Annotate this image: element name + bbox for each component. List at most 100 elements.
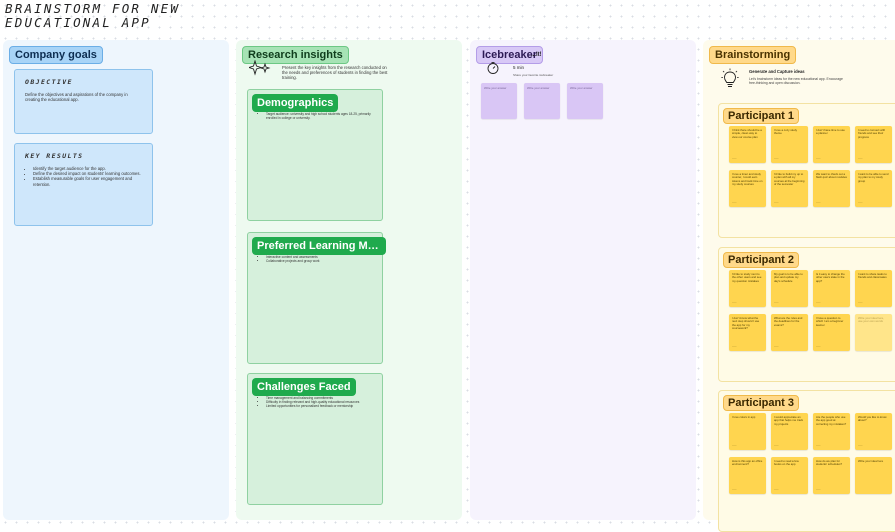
note-author-mark: —— xyxy=(816,445,821,447)
idea-sticky-note[interactable]: Is it easy to change the other users sta… xyxy=(813,270,850,307)
note-author-mark: —— xyxy=(858,445,863,447)
section-company-goals[interactable]: Company goals OBJECTIVE Define the objec… xyxy=(3,40,229,520)
idea-sticky-note[interactable]: We want to check out a flash quiz about … xyxy=(813,170,850,207)
idea-text: Write your idea here xyxy=(858,459,884,463)
idea-sticky-note[interactable]: I love colors in app —— xyxy=(729,413,766,450)
idea-text: I want to be able to send my plan to my … xyxy=(858,172,889,183)
key-result-item: Establish measurable goals for user enga… xyxy=(33,176,142,186)
research-card-item: Difficulty in finding relevant and high-… xyxy=(266,400,376,404)
research-card-item: Time management and balancing commitment… xyxy=(266,396,376,400)
participant-title: Participant 2 xyxy=(723,252,800,268)
lightbulb-icon xyxy=(721,68,739,87)
note-author-mark: —— xyxy=(774,302,779,304)
icebreaker-sticky-note[interactable]: Write your answer xyxy=(524,83,560,119)
section-brainstorming[interactable]: Brainstorming Generate and Capture ideas… xyxy=(703,40,895,532)
idea-sticky-note[interactable]: How do we plan for students' schedules? —… xyxy=(813,457,850,494)
note-author-mark: —— xyxy=(858,158,863,160)
note-author-mark: —— xyxy=(816,489,821,491)
note-author-mark: —— xyxy=(816,346,821,348)
key-result-item: Define the desired impact on students' l… xyxy=(33,171,142,176)
idea-text: We want to check out a flash quiz about … xyxy=(816,172,847,180)
research-card-item: Target audience: university and high sch… xyxy=(266,112,376,120)
idea-sticky-note[interactable]: What are the rules and the deadlines for… xyxy=(771,314,808,351)
note-author-mark: —— xyxy=(858,202,863,204)
idea-text: I don't have time to use a planner xyxy=(816,128,845,136)
idea-sticky-note[interactable]: I need to connect with friends and see t… xyxy=(855,126,892,163)
idea-text: How do we plan for students' schedules? xyxy=(816,459,843,467)
note-author-mark: —— xyxy=(732,445,737,447)
idea-text: Write your idea here, use your own words xyxy=(858,316,884,324)
note-author-mark: —— xyxy=(816,202,821,204)
objective-heading: OBJECTIVE xyxy=(25,78,73,86)
note-author-mark: —— xyxy=(858,302,863,304)
note-author-mark: —— xyxy=(732,302,737,304)
idea-sticky-note[interactable]: I love a timer and study counter, I coul… xyxy=(729,170,766,207)
note-author-mark: —— xyxy=(732,202,737,204)
idea-sticky-note[interactable]: I want to share tasks to friends and cla… xyxy=(855,270,892,307)
idea-text: I need to connect with friends and see t… xyxy=(858,128,886,139)
idea-text: Would you like to know about? xyxy=(858,415,887,423)
note-author-mark: —— xyxy=(816,302,821,304)
note-author-mark: —— xyxy=(774,489,779,491)
idea-text: I love colors in app xyxy=(732,415,756,419)
research-card-title: Demographics xyxy=(252,94,339,112)
brainstorm-heading: Generate and Capture ideas xyxy=(749,69,805,74)
idea-sticky-note[interactable]: I don't have time to use a planner —— xyxy=(813,126,850,163)
section-label-company-goals[interactable]: Company goals xyxy=(9,46,103,64)
research-card-title: Challenges Faced xyxy=(252,378,356,396)
research-card-challenges[interactable]: Challenges Faced Time management and bal… xyxy=(247,373,383,505)
idea-sticky-note[interactable]: I would appreciate an app that helps me … xyxy=(771,413,808,450)
participant-1-group[interactable]: Participant 1 I think there should be a … xyxy=(718,103,895,238)
objective-card[interactable]: OBJECTIVE Define the objectives and aspi… xyxy=(14,69,153,134)
participant-title: Participant 1 xyxy=(723,108,800,124)
section-label-brainstorming[interactable]: Brainstorming xyxy=(709,46,797,64)
idea-sticky-note[interactable]: I have a question to which I am a beginn… xyxy=(813,314,850,351)
idea-sticky-note[interactable]: How is this app an office environment? —— xyxy=(729,457,766,494)
idea-sticky-note[interactable]: I think there should be a simple, clean … xyxy=(729,126,766,163)
research-card-preferred-learning[interactable]: Preferred Learning Meth... Interactive c… xyxy=(247,232,386,364)
note-author-mark: —— xyxy=(732,489,737,491)
idea-text: I want to share tasks to friends and cla… xyxy=(858,272,887,280)
idea-sticky-note[interactable]: My goal is to be able to plan and update… xyxy=(771,270,808,307)
note-author-mark: —— xyxy=(774,158,779,160)
participant-3-group[interactable]: Participant 3 I love colors in app —— I w… xyxy=(718,390,895,532)
section-research-insights[interactable]: Research insights Present the key insigh… xyxy=(236,40,462,520)
note-author-mark: —— xyxy=(774,346,779,348)
idea-sticky-note[interactable]: Write your idea here, use your own words xyxy=(855,314,892,351)
idea-sticky-note[interactable]: I want to be able to send my plan to my … xyxy=(855,170,892,207)
idea-sticky-note[interactable]: Are the people who use the app good at c… xyxy=(813,413,850,450)
idea-sticky-note[interactable]: I'd like to study next to the other user… xyxy=(729,270,766,307)
research-card-demographics[interactable]: Demographics Target audience: university… xyxy=(247,89,383,221)
participant-2-group[interactable]: Participant 2 I'd like to study next to … xyxy=(718,247,895,382)
idea-text: How is this app an office environment? xyxy=(732,459,763,467)
key-results-heading: KEY RESULTS xyxy=(25,152,84,160)
icebreaker-sticky-note[interactable]: Write your answer xyxy=(567,83,603,119)
idea-text: My goal is to be able to plan and update… xyxy=(774,272,803,283)
idea-text: I'd like to build my up to a plan with a… xyxy=(774,172,805,187)
idea-sticky-note[interactable]: I need to read a few books on the app —— xyxy=(771,457,808,494)
stopwatch-icon xyxy=(487,62,499,74)
research-card-item: Interactive content and assessments xyxy=(266,255,376,259)
section-label-research-insights[interactable]: Research insights xyxy=(242,46,349,64)
idea-sticky-note[interactable]: I don't know what the next step should I… xyxy=(729,314,766,351)
idea-text: I need to read a few books on the app xyxy=(774,459,799,467)
key-result-item: Identify the target audience for the app… xyxy=(33,166,142,171)
brainstorm-text: Let's brainstorm ideas for the new educa… xyxy=(749,77,843,86)
research-card-item: Limited opportunities for personalized f… xyxy=(266,404,376,408)
board-title: BRAINSTORM FOR NEW EDUCATIONAL APP xyxy=(5,1,181,30)
icebreaker-sticky-note[interactable]: Write your answer xyxy=(481,83,517,119)
research-card-title: Preferred Learning Meth... xyxy=(252,237,386,255)
idea-text: I don't know what the next step should I… xyxy=(732,316,760,331)
section-label-icebreaker[interactable]: Icebreaker xyxy=(476,46,544,64)
idea-sticky-note[interactable]: Write your idea here xyxy=(855,457,892,494)
note-author-mark: —— xyxy=(816,158,821,160)
section-icebreaker[interactable]: Icebreaker ...it! 5 min Share your favor… xyxy=(470,40,696,520)
note-author-mark: —— xyxy=(732,158,737,160)
idea-sticky-note[interactable]: Would you like to know about? —— xyxy=(855,413,892,450)
note-author-mark: —— xyxy=(732,346,737,348)
idea-sticky-note[interactable]: I'd like to build my up to a plan with a… xyxy=(771,170,808,207)
idea-sticky-note[interactable]: I love a cozy study theme—— xyxy=(771,126,808,163)
icebreaker-heading: ...it! xyxy=(531,52,542,58)
participant-title: Participant 3 xyxy=(723,395,800,411)
key-results-card[interactable]: KEY RESULTS Identify the target audience… xyxy=(14,143,153,226)
